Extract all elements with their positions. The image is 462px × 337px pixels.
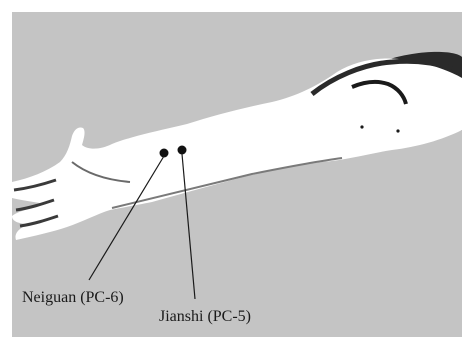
upper-arm-dot-1 xyxy=(360,125,363,128)
point-label-jianshi: Jianshi (PC-5) xyxy=(159,309,251,325)
illustration-panel: Neiguan (PC-6) Jianshi (PC-5) xyxy=(12,12,462,337)
point-marker-jianshi xyxy=(178,146,187,155)
point-label-neiguan: Neiguan (PC-6) xyxy=(22,290,124,306)
upper-arm-dot-2 xyxy=(396,129,399,132)
